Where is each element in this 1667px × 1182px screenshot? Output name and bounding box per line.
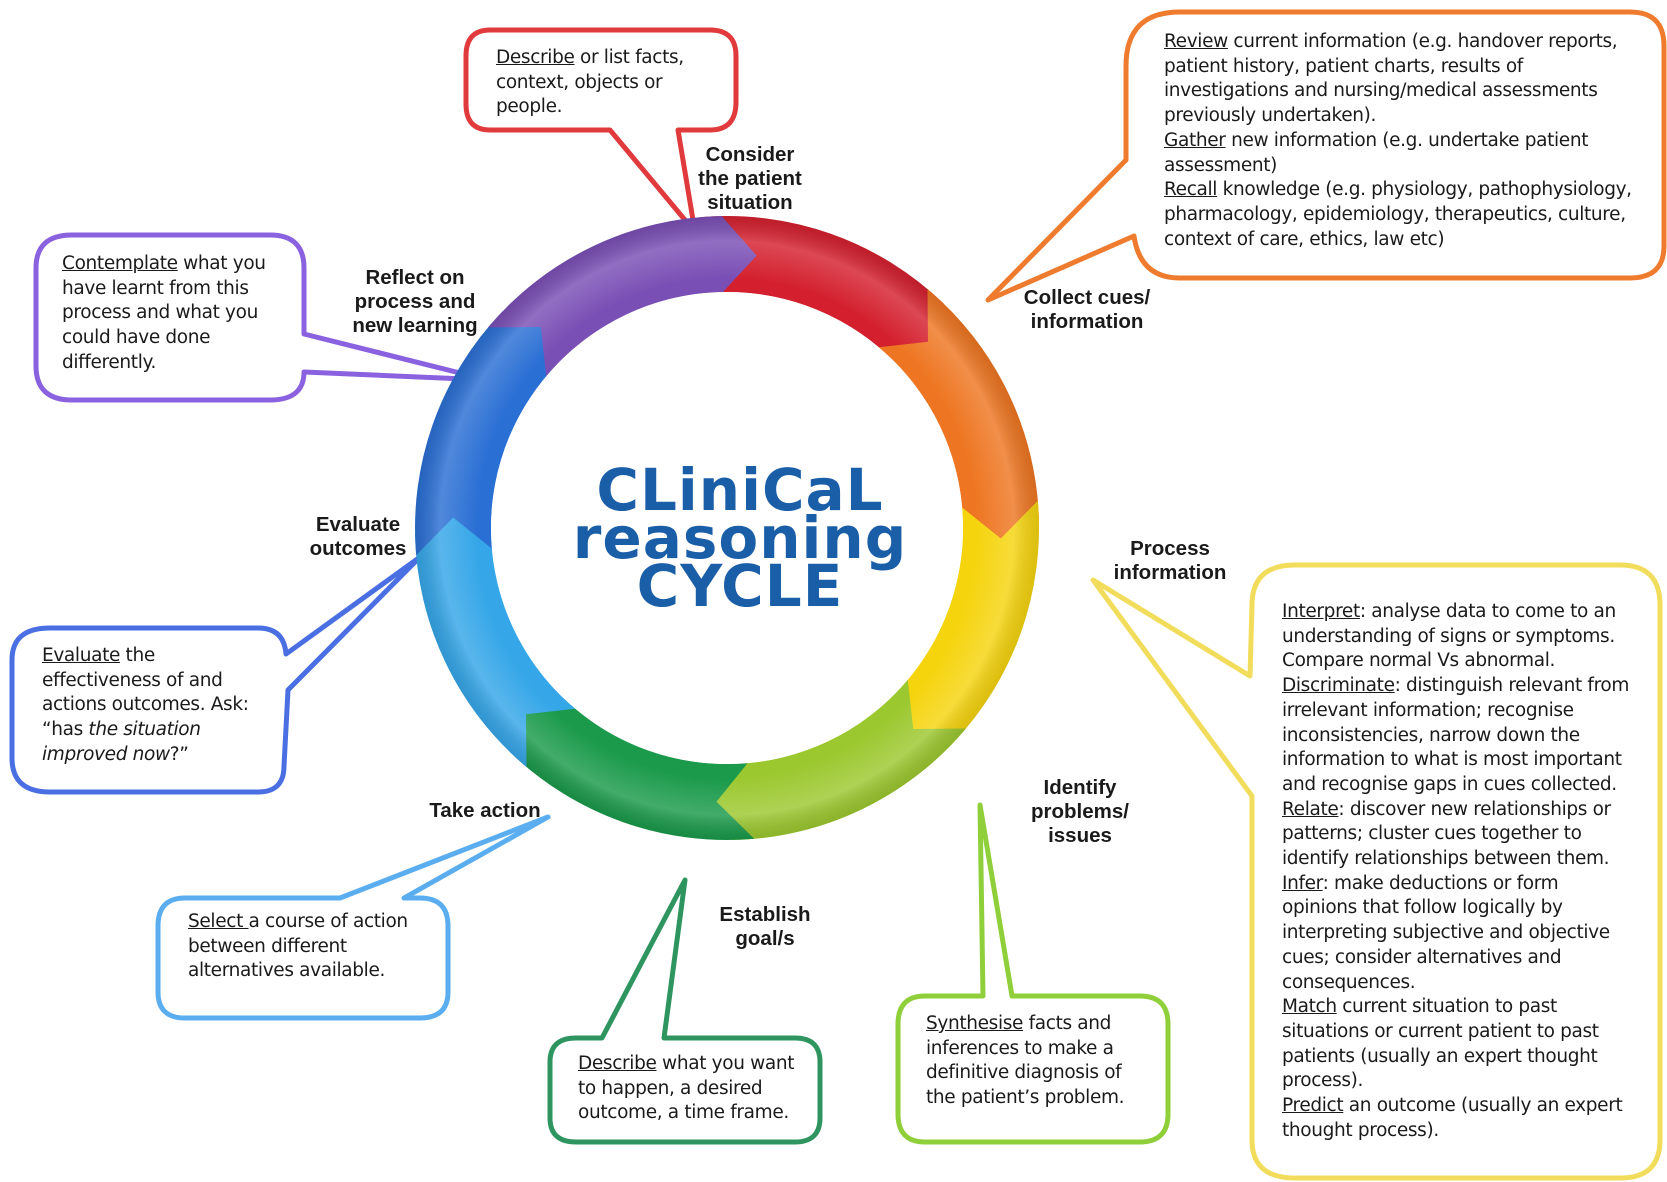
process-keyword: Interpret	[1282, 601, 1360, 622]
identify-keyword: Synthesise	[926, 1013, 1024, 1034]
collect-item: Gather new information (e.g. undertake p…	[1164, 129, 1644, 178]
process-keyword: Infer	[1282, 872, 1323, 894]
take-action-text: a course of action between different alt…	[188, 911, 408, 982]
process-callout-text: Interpret: analyse data to come to an un…	[1282, 600, 1634, 1143]
evaluate-italic-text: the situation improved now	[42, 719, 201, 765]
collect-keyword: Review	[1164, 31, 1228, 52]
process-item: Relate: discover new relationships or pa…	[1282, 798, 1634, 872]
establish-keyword: Describe	[578, 1053, 657, 1074]
identify-callout-text: Synthesise facts and inferences to make …	[926, 1012, 1146, 1111]
stage-label-consider: Consider the patient situation	[698, 143, 802, 214]
process-keyword: Relate	[1282, 798, 1339, 820]
consider-keyword: Describe	[496, 47, 575, 68]
process-text: an outcome (usually an expert thought pr…	[1282, 1095, 1623, 1141]
process-text: current situation to past situations or …	[1282, 996, 1599, 1092]
process-keyword: Discriminate	[1282, 675, 1395, 697]
reflect-text: what you have learnt from this process a…	[62, 253, 266, 373]
reflect-callout-bubble	[33, 232, 491, 403]
process-item: Match current situation to past situatio…	[1282, 995, 1634, 1094]
process-text: : discover new relationships or patterns…	[1282, 798, 1611, 870]
collect-callout-text: Review current information (e.g. handove…	[1164, 30, 1644, 252]
establish-callout-text: Describe what you want to happen, a desi…	[578, 1052, 800, 1126]
process-callout-bubble	[1090, 562, 1663, 1181]
establish-callout-bubble	[547, 877, 823, 1145]
identify-text: facts and inferences to make a definitiv…	[926, 1013, 1125, 1109]
collect-keyword: Recall	[1164, 179, 1218, 201]
establish-text: what you want to happen, a desired outco…	[578, 1053, 795, 1124]
evaluate-keyword: Evaluate	[42, 645, 121, 666]
collect-item: Recall knowledge (e.g. physiology, patho…	[1164, 178, 1644, 252]
process-item: Discriminate: distinguish relevant from …	[1282, 674, 1634, 798]
stage-label-evaluate: Evaluate outcomes	[309, 513, 407, 560]
evaluate-text-end: ?”	[169, 743, 189, 765]
collect-callout-bubble	[985, 9, 1667, 303]
process-item: Interpret: analyse data to come to an un…	[1282, 600, 1634, 674]
reflect-keyword: Contemplate	[62, 253, 178, 274]
process-keyword: Predict	[1282, 1095, 1344, 1117]
diagram-title: CLiniCaL reasoning CYCLE	[540, 456, 940, 620]
process-text: : distinguish relevant from irrelevant i…	[1282, 675, 1630, 795]
take-action-keyword: Select	[188, 911, 249, 932]
process-keyword: Match	[1282, 996, 1337, 1018]
process-text: : make deductions or form opinions that …	[1282, 872, 1610, 993]
evaluate-text: the effectiveness of and actions outcome…	[42, 645, 249, 741]
stage-label-identify: Identify problems/ issues	[1031, 776, 1129, 847]
title-line-3: CYCLE	[636, 552, 844, 620]
collect-item: Review current information (e.g. handove…	[1164, 30, 1644, 129]
collect-text: new information (e.g. undertake patient …	[1164, 129, 1589, 176]
collect-keyword: Gather	[1164, 129, 1226, 151]
evaluate-callout-bubble	[9, 554, 423, 795]
evaluate-callout-text: Evaluate the effectiveness of and action…	[42, 644, 272, 768]
stage-label-collect: Collect cues/ information	[1023, 286, 1151, 333]
stage-label-reflect: Reflect on process and new learning	[352, 266, 478, 337]
consider-callout-bubble	[463, 27, 739, 235]
take-action-callout-bubble	[155, 814, 551, 1021]
take-action-callout-text: Select a course of action between differ…	[188, 910, 428, 984]
collect-text: knowledge (e.g. physiology, pathophysiol…	[1164, 179, 1632, 250]
consider-text: or list facts, context, objects or peopl…	[496, 47, 684, 118]
stage-label-establish: Establish goal/s	[719, 903, 811, 950]
title-line-2: reasoning	[572, 504, 908, 572]
process-item: Infer: make deductions or form opinions …	[1282, 872, 1634, 996]
collect-text: current information (e.g. handover repor…	[1164, 31, 1618, 127]
stage-label-process: Process information	[1113, 537, 1227, 584]
process-item: Predict an outcome (usually an expert th…	[1282, 1094, 1634, 1143]
process-text: : analyse data to come to an understandi…	[1282, 601, 1616, 672]
ring-center	[491, 292, 963, 764]
stage-label-take-action: Take action	[429, 799, 541, 822]
reflect-callout-text: Contemplate what you have learnt from th…	[62, 252, 284, 376]
title-line-1: CLiniCaL	[596, 456, 884, 524]
identify-callout-bubble	[895, 802, 1171, 1145]
consider-callout-text: Describe or list facts, context, objects…	[496, 46, 718, 120]
